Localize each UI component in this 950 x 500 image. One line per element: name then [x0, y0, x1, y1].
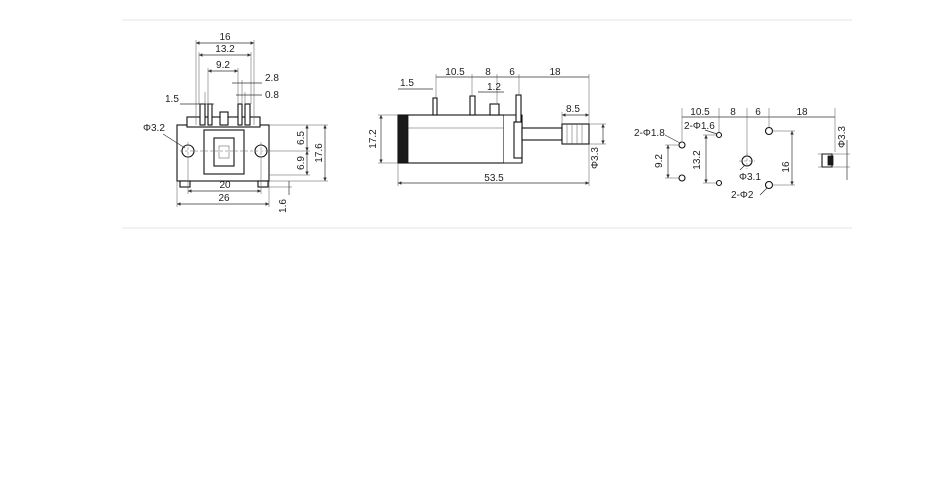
label-front-6-5: 6.5	[296, 131, 307, 145]
label-pcb-2-phi-1-8: 2-Φ1.8	[634, 128, 665, 139]
label-side-53-5: 53.5	[484, 173, 504, 184]
label-pcb-13-2: 13.2	[692, 150, 703, 170]
front-pin-right-outer	[244, 103, 251, 126]
dim-front-hole-leader	[162, 133, 186, 149]
front-foot-right	[257, 180, 269, 188]
label-pcb-9-2: 9.2	[654, 154, 665, 168]
label-front-20: 20	[219, 180, 231, 191]
front-actuator	[213, 137, 235, 167]
front-pin-left-outer	[199, 103, 206, 126]
front-actuator-window	[218, 145, 230, 159]
label-pcb-6: 6	[755, 107, 761, 118]
label-front-16: 16	[219, 32, 231, 43]
label-front-17-6: 17.6	[314, 143, 325, 163]
front-foot-left	[179, 180, 191, 188]
label-side-17-2: 17.2	[368, 129, 379, 149]
label-side-1-5: 1.5	[400, 78, 414, 89]
label-front-0-8: 0.8	[265, 90, 279, 101]
label-pcb-2-phi-2: 2-Φ2	[731, 190, 754, 201]
pcb-hole-1-6-top	[715, 131, 723, 139]
side-pin-1	[432, 97, 438, 116]
label-side-8-5: 8.5	[566, 104, 580, 115]
label-side-10-5: 10.5	[445, 67, 465, 78]
front-pin-center	[219, 111, 229, 126]
label-pcb-2-phi-1-6: 2-Φ1.6	[684, 121, 715, 132]
label-side-1-2: 1.2	[487, 82, 501, 93]
leader-pcb-3-1	[739, 164, 746, 171]
side-pin-4	[515, 94, 522, 123]
label-pcb-8: 8	[730, 107, 736, 118]
side-body-dark-end	[397, 114, 409, 164]
leader-pcb-1-6	[704, 129, 718, 135]
side-pin-3	[489, 103, 500, 116]
leader-pcb-2	[759, 187, 768, 196]
label-pcb-phi-3-1: Φ3.1	[739, 172, 761, 183]
label-front-26: 26	[218, 193, 230, 204]
label-pcb-16: 16	[781, 161, 792, 173]
front-pin-left-inner	[207, 103, 213, 126]
label-front-1-5: 1.5	[165, 94, 179, 105]
label-front-hole: Φ3.2	[143, 123, 165, 134]
label-front-1-6: 1.6	[278, 199, 289, 213]
pcb-hole-2-bottom	[764, 180, 774, 190]
side-plunger-cap	[561, 123, 590, 145]
label-side-18: 18	[549, 67, 561, 78]
pcb-hole-1-8-bottom	[678, 174, 686, 182]
label-pcb-plunger-dia: Φ3.3	[837, 126, 848, 148]
pcb-hole-2-top	[764, 126, 774, 136]
front-pin-right-inner	[237, 103, 243, 126]
leader-pcb-1-8	[664, 134, 681, 144]
pcb-plunger-notch	[827, 155, 834, 166]
label-pcb-18: 18	[796, 107, 808, 118]
side-body-outline	[397, 114, 505, 164]
label-front-13-2: 13.2	[215, 44, 235, 55]
pcb-hole-1-6-bottom	[715, 179, 723, 187]
pcb-layout-view: 10.5 8 6 18 2-Φ1.8 2-Φ1.6 9.2 13.2 Φ3.1 …	[634, 107, 850, 201]
label-side-8: 8	[485, 67, 491, 78]
label-front-6-9: 6.9	[296, 156, 307, 170]
side-view: 10.5 8 6 18 1.5 1.2 8.5 17.2 Φ3.3 53.5	[368, 67, 606, 186]
label-pcb-10-5: 10.5	[690, 107, 710, 118]
label-side-plunger-dia: Φ3.3	[590, 147, 601, 169]
side-pin-2	[469, 95, 476, 116]
side-bracket-plate	[513, 121, 523, 159]
label-front-9-2: 9.2	[216, 60, 230, 71]
side-plunger-shaft	[521, 127, 563, 141]
label-front-2-8: 2.8	[265, 73, 279, 84]
label-side-6: 6	[509, 67, 515, 78]
front-view: 16 13.2 9.2 2.8 0.8 1.5 Φ3.2 20 26 6.5 1…	[143, 32, 328, 213]
